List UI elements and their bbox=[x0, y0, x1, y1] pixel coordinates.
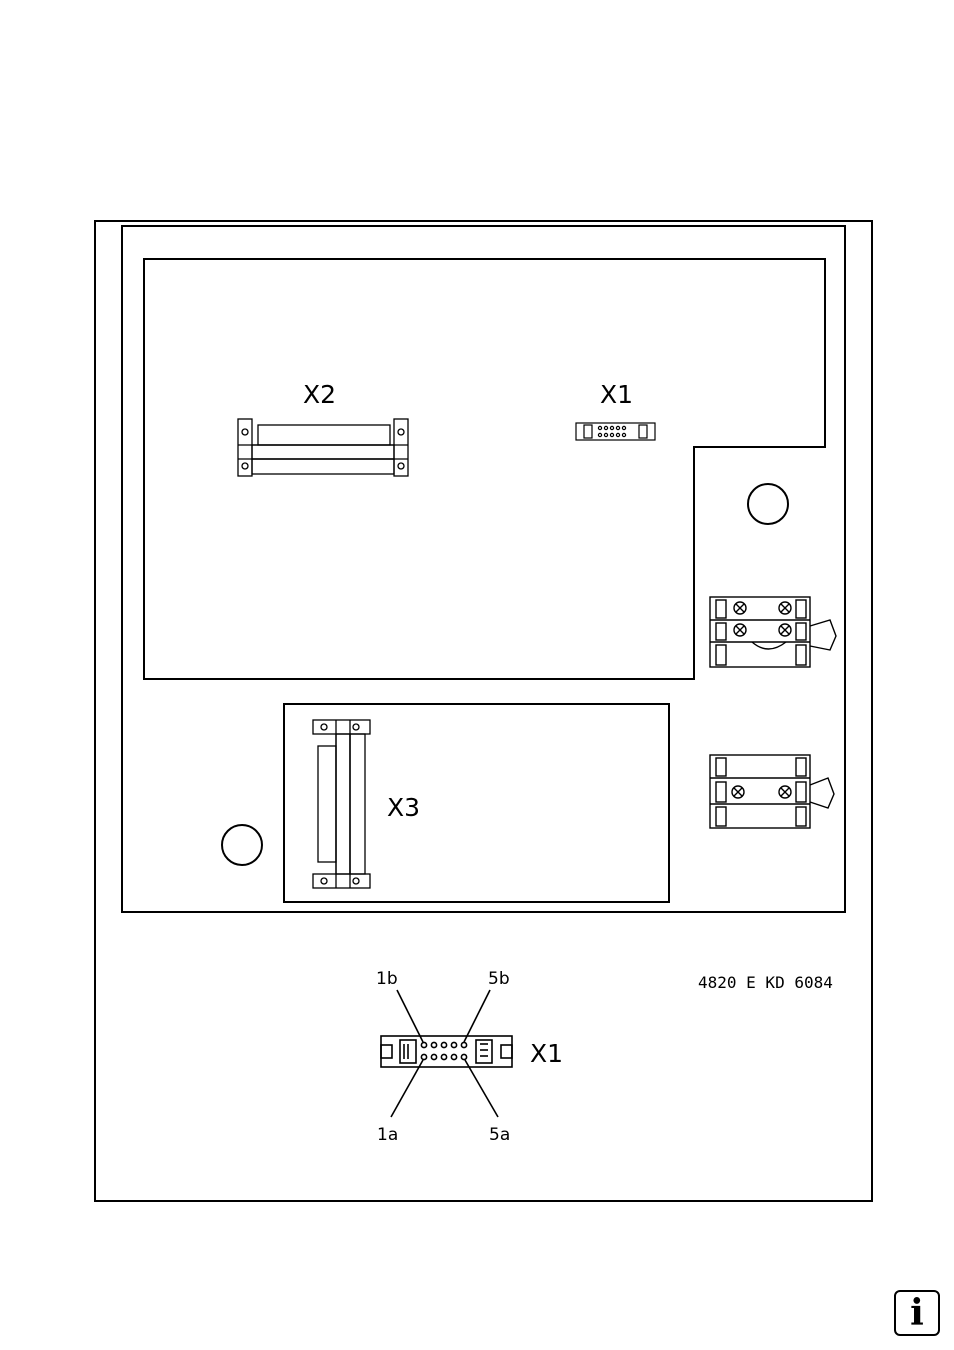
connector-x2 bbox=[237, 418, 409, 477]
connector-x1 bbox=[575, 422, 656, 441]
terminal-block-upper bbox=[709, 596, 837, 668]
pin-label-1a: 1a bbox=[377, 1125, 398, 1145]
housing-outline bbox=[121, 225, 846, 913]
label-x1-detail: X1 bbox=[530, 1039, 563, 1068]
info-icon: i bbox=[894, 1290, 940, 1336]
terminal-block-lower bbox=[709, 754, 835, 829]
label-x2: X2 bbox=[303, 380, 336, 409]
lower-board-outline bbox=[283, 703, 670, 903]
outer-frame bbox=[94, 220, 873, 1202]
mounting-hole-right bbox=[747, 483, 789, 525]
pin-label-5a: 5a bbox=[489, 1125, 510, 1145]
pin-label-1b: 1b bbox=[376, 969, 398, 989]
label-x3: X3 bbox=[387, 793, 420, 822]
connector-x1-detail bbox=[380, 989, 513, 1118]
main-board-outline bbox=[143, 258, 826, 680]
mounting-hole-left bbox=[221, 824, 263, 866]
part-number: 4820 E KD 6084 bbox=[698, 973, 833, 992]
connector-x3 bbox=[312, 719, 371, 889]
pin-label-5b: 5b bbox=[488, 969, 510, 989]
label-x1: X1 bbox=[600, 380, 633, 409]
